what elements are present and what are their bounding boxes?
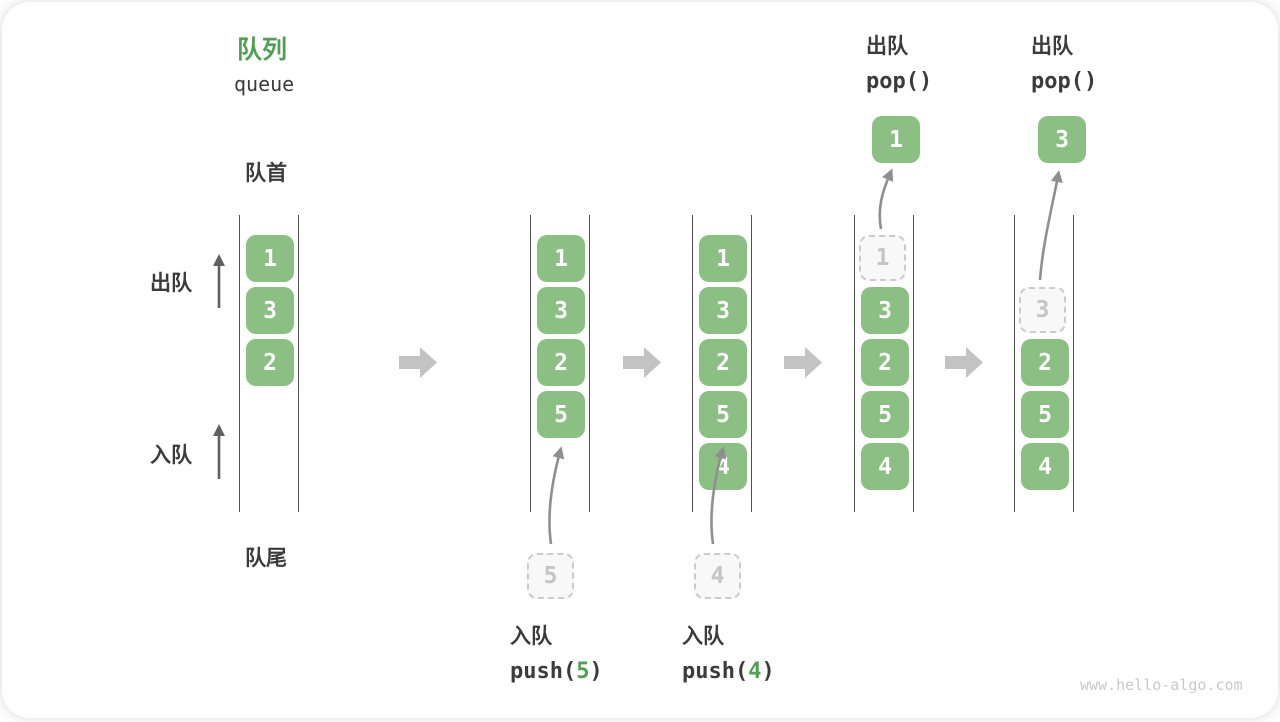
queue-cell-removed: 1 — [859, 235, 906, 281]
queue-cell: 2 — [537, 339, 585, 386]
push-label-code: push(4) — [682, 659, 775, 684]
queue-cell: 2 — [1021, 339, 1069, 386]
enqueue-side-label: 入队 — [150, 439, 192, 469]
next-step-arrow-icon — [945, 345, 983, 380]
pending-push-cell: 4 — [694, 553, 741, 599]
watermark: www.hello-algo.com — [1080, 676, 1243, 694]
queue-cell: 5 — [1021, 391, 1069, 438]
queue-cell: 5 — [699, 391, 747, 438]
push-code-arg: 4 — [748, 659, 761, 684]
queue-cell: 3 — [246, 287, 294, 334]
queue-cell-removed: 3 — [1019, 287, 1066, 333]
pending-push-cell: 5 — [527, 553, 574, 599]
queue-cell: 2 — [699, 339, 747, 386]
queue-rear-label: 队尾 — [245, 542, 287, 572]
queue-cell: 1 — [537, 235, 585, 282]
queue-cell: 4 — [1021, 443, 1069, 490]
page-title: 队列 — [237, 30, 287, 66]
push-code-post: ) — [761, 659, 774, 684]
push-code-pre: push( — [510, 659, 576, 684]
queue-cell: 2 — [246, 339, 294, 386]
queue-cell: 5 — [861, 391, 909, 438]
push-operation-label: 入队 push(4) — [682, 620, 775, 684]
next-step-arrow-icon — [784, 345, 822, 380]
queue-front-label: 队首 — [245, 157, 287, 187]
pop-label-code: pop() — [1031, 69, 1097, 94]
queue-cell: 1 — [699, 235, 747, 282]
push-operation-label: 入队 push(5) — [510, 620, 603, 684]
next-step-arrow-shape — [945, 347, 983, 378]
queue-cell: 3 — [537, 287, 585, 334]
popped-cell: 1 — [872, 116, 920, 163]
pop-label-zh: 出队 — [1031, 30, 1097, 60]
next-step-arrow-shape — [623, 347, 661, 378]
next-step-arrow-icon — [623, 345, 661, 380]
queue-cell: 3 — [861, 287, 909, 334]
queue-cell: 1 — [246, 235, 294, 282]
dequeue-side-label: 出队 — [150, 267, 192, 297]
push-code-arg: 5 — [576, 659, 589, 684]
pop-operation-label: 出队 pop() — [866, 30, 932, 94]
queue-cell: 4 — [699, 443, 747, 490]
popped-cell: 3 — [1038, 116, 1086, 163]
push-label-zh: 入队 — [510, 620, 603, 650]
pop-operation-label: 出队 pop() — [1031, 30, 1097, 94]
next-step-arrow-icon — [399, 345, 437, 380]
queue-cell: 3 — [699, 287, 747, 334]
queue-cell: 5 — [537, 391, 585, 438]
push-code-pre: push( — [682, 659, 748, 684]
queue-cell: 2 — [861, 339, 909, 386]
pop-label-code: pop() — [866, 69, 932, 94]
push-label-code: push(5) — [510, 659, 603, 684]
queue-cell: 4 — [861, 443, 909, 490]
next-step-arrow-shape — [784, 347, 822, 378]
pop-label-zh: 出队 — [866, 30, 932, 60]
push-label-zh: 入队 — [682, 620, 775, 650]
page-subtitle: queue — [234, 72, 294, 96]
push-code-post: ) — [589, 659, 602, 684]
next-step-arrow-shape — [399, 347, 437, 378]
